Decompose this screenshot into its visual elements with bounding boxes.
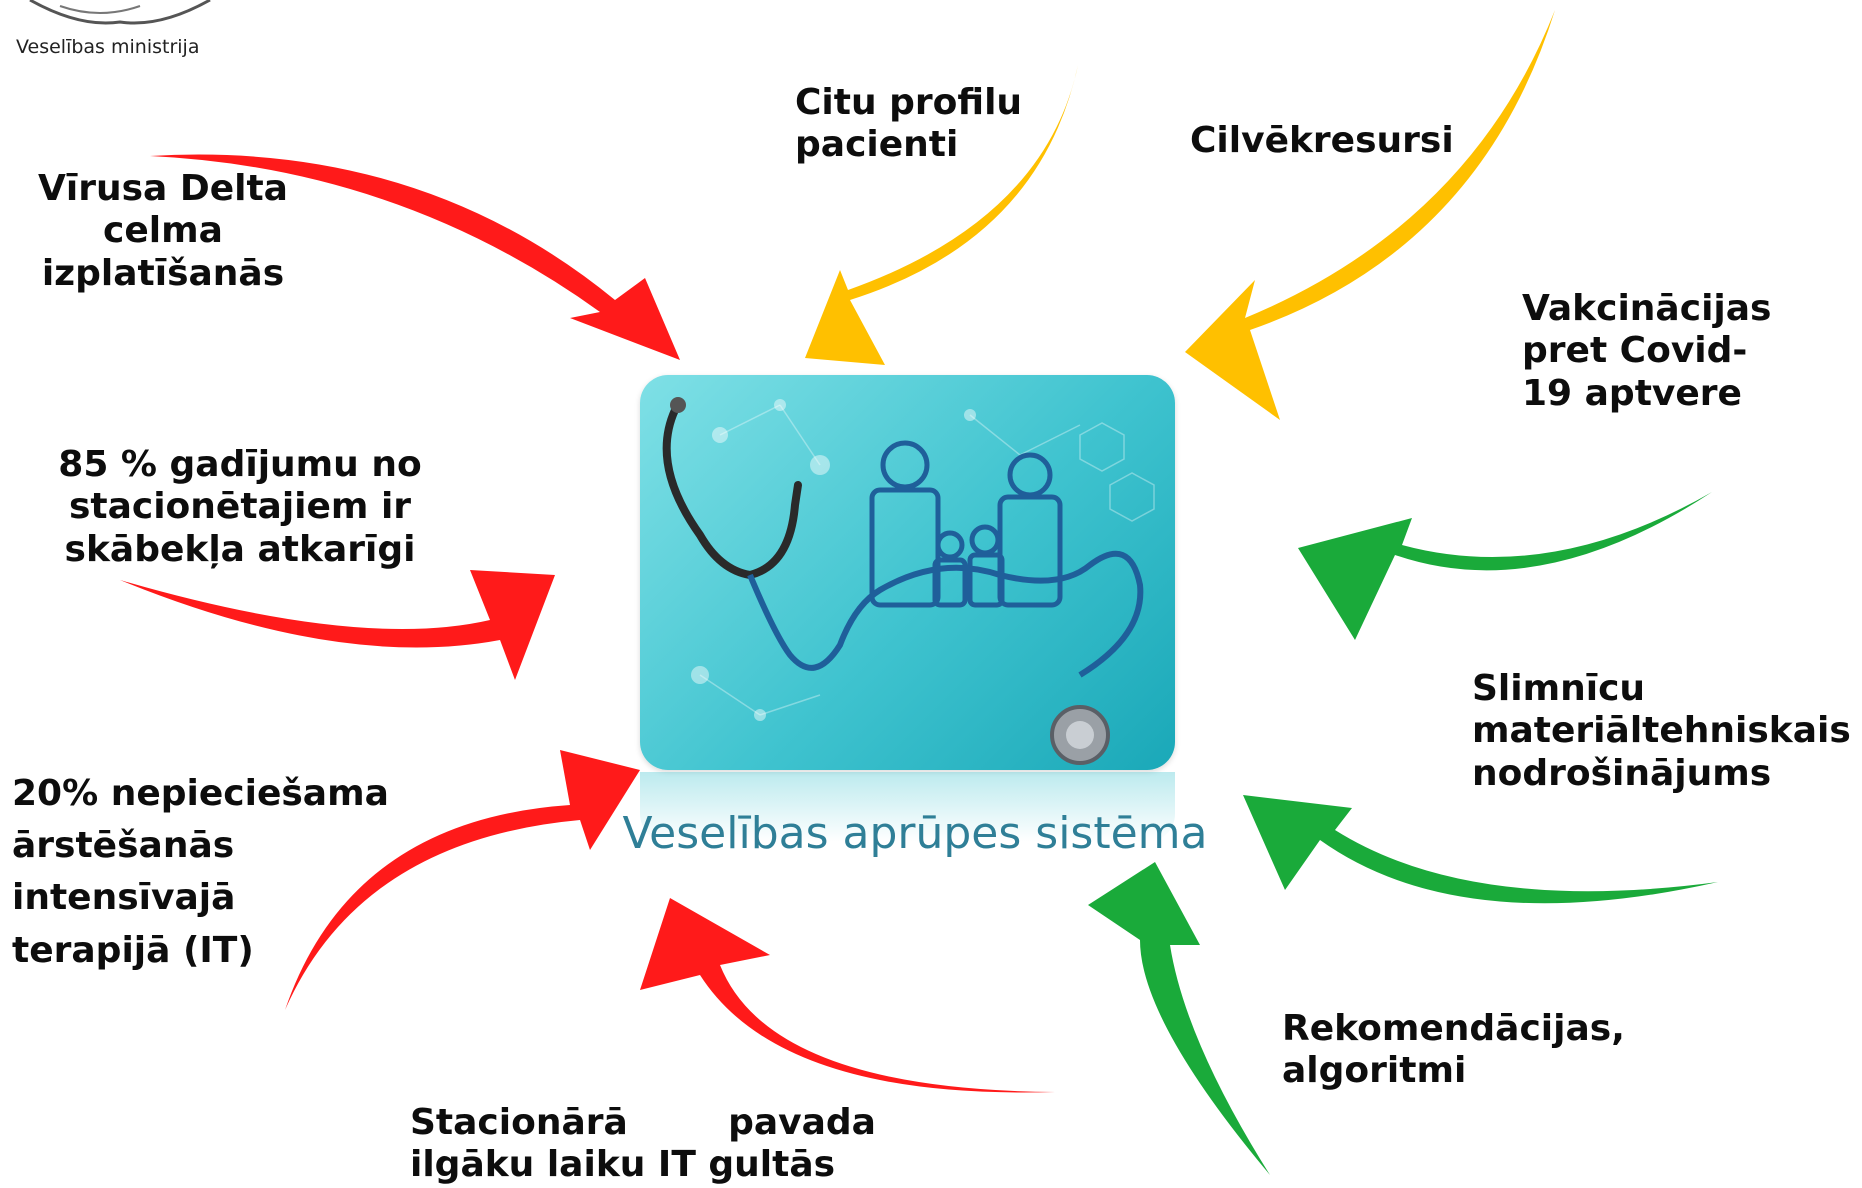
green-arrow-guidelines — [1088, 862, 1270, 1175]
center-image-reflection — [640, 772, 1175, 842]
coat-of-arms-icon — [29, 0, 211, 25]
red-arrow-icu-stay — [640, 898, 1055, 1093]
stethoscope-family-icon — [662, 397, 1155, 765]
center-healthcare-image — [640, 375, 1175, 770]
green-arrow-equipment — [1243, 795, 1718, 904]
yellow-arrow-staff — [1185, 10, 1555, 420]
red-arrow-icu-need — [285, 750, 640, 1010]
label-hospital-equipment: Slimnīcu materiāltehniskais nodrošinājum… — [1472, 668, 1851, 794]
red-arrow-delta — [150, 154, 680, 360]
green-arrow-vaccination — [1298, 492, 1712, 640]
label-other-patients: Citu profilu pacienti — [795, 82, 1023, 166]
center-caption: Veselības aprūpes sistēma — [622, 808, 1208, 859]
label-icu-need: 20% nepieciešama ārstēšanās intensīvajā … — [12, 773, 389, 971]
label-icu-stay: Stacionārā pavada ilgāku laiku IT gultās — [410, 1102, 876, 1186]
label-vaccination-coverage: Vakcinācijas pret Covid- 19 aptvere — [1522, 288, 1772, 414]
label-delta-spread: Vīrusa Delta celma izplatīšanās — [38, 168, 288, 294]
label-human-resources: Cilvēkresursi — [1190, 120, 1454, 161]
label-guidelines: Rekomendācijas, algoritmi — [1282, 1008, 1625, 1092]
red-arrow-oxygen — [120, 570, 555, 680]
label-oxygen-dependent: 85 % gadījumu no stacionētajiem ir skābe… — [58, 444, 422, 570]
yellow-arrow-other-patients — [805, 65, 1078, 365]
logo-text: Veselības ministrija — [16, 36, 200, 58]
ministry-logo: Veselības ministrija — [0, 0, 260, 64]
